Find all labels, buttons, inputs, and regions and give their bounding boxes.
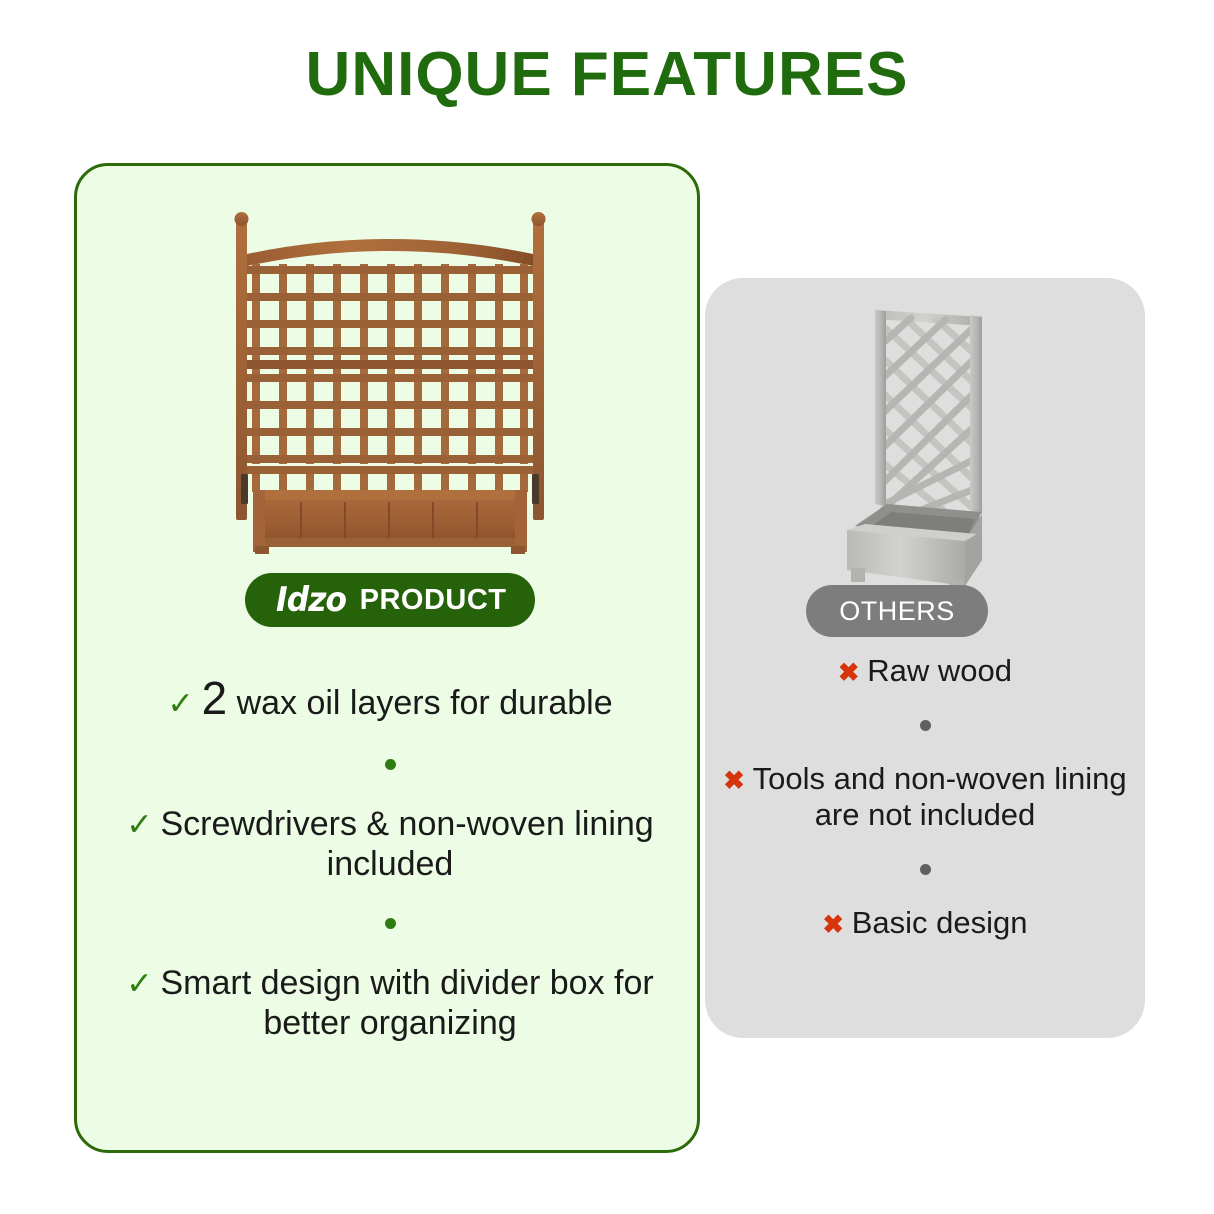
product-badge-label: PRODUCT xyxy=(359,583,507,616)
product-feature-text: wax oil layers for durable xyxy=(236,684,613,722)
product-feature-emphasis: 2 xyxy=(201,672,228,724)
others-badge-label: OTHERS xyxy=(839,595,955,626)
product-feature-text: Screwdrivers & non-woven lining included xyxy=(160,805,654,884)
others-feature-item: ✖Basic design xyxy=(715,905,1135,942)
others-feature-text: Raw wood xyxy=(867,653,1013,688)
cross-icon: ✖ xyxy=(837,659,860,687)
others-feature-text: Tools and non-woven lining are not inclu… xyxy=(752,760,1127,833)
separator-dot xyxy=(384,759,396,771)
spacer xyxy=(715,731,1135,761)
spacer xyxy=(715,690,1135,720)
check-icon: ✓ xyxy=(167,686,194,721)
product-image xyxy=(205,194,575,557)
others-product-image xyxy=(825,298,1025,592)
cross-icon: ✖ xyxy=(723,766,745,795)
check-icon: ✓ xyxy=(126,807,153,843)
product-feature-item: ✓Smart design with divider box for bette… xyxy=(103,963,677,1043)
others-feature-list: ✖Raw wood ✖Tools and non-woven lining ar… xyxy=(715,653,1135,941)
product-card: Idzo PRODUCT ✓2 wax oil layers for durab… xyxy=(74,163,700,1153)
others-feature-text: Basic design xyxy=(851,904,1028,940)
product-feature-list: ✓2 wax oil layers for durable ✓Screwdriv… xyxy=(103,671,677,1044)
spacer xyxy=(103,884,677,918)
others-badge: OTHERS xyxy=(806,585,988,637)
product-badge: Idzo PRODUCT xyxy=(245,573,535,627)
separator-dot xyxy=(919,863,931,875)
separator-dot xyxy=(384,918,396,930)
idzo-logo: Idzo xyxy=(276,580,348,620)
separator-dot xyxy=(919,719,931,731)
product-feature-item: ✓2 wax oil layers for durable xyxy=(103,671,677,725)
others-feature-item: ✖Raw wood xyxy=(715,653,1135,690)
spacer xyxy=(103,929,677,963)
spacer xyxy=(715,875,1135,905)
product-feature-item: ✓Screwdrivers & non-woven lining include… xyxy=(103,804,677,884)
cross-icon: ✖ xyxy=(822,910,844,939)
spacer xyxy=(103,725,677,759)
spacer xyxy=(715,834,1135,864)
page-title: UNIQUE FEATURES xyxy=(305,40,909,109)
others-card: OTHERS ✖Raw wood ✖Tools and non-woven li… xyxy=(705,278,1145,1038)
product-feature-text: Smart design with divider box for better… xyxy=(160,964,654,1043)
others-feature-item: ✖Tools and non-woven lining are not incl… xyxy=(715,761,1135,834)
check-icon: ✓ xyxy=(126,966,153,1002)
spacer xyxy=(103,770,677,804)
